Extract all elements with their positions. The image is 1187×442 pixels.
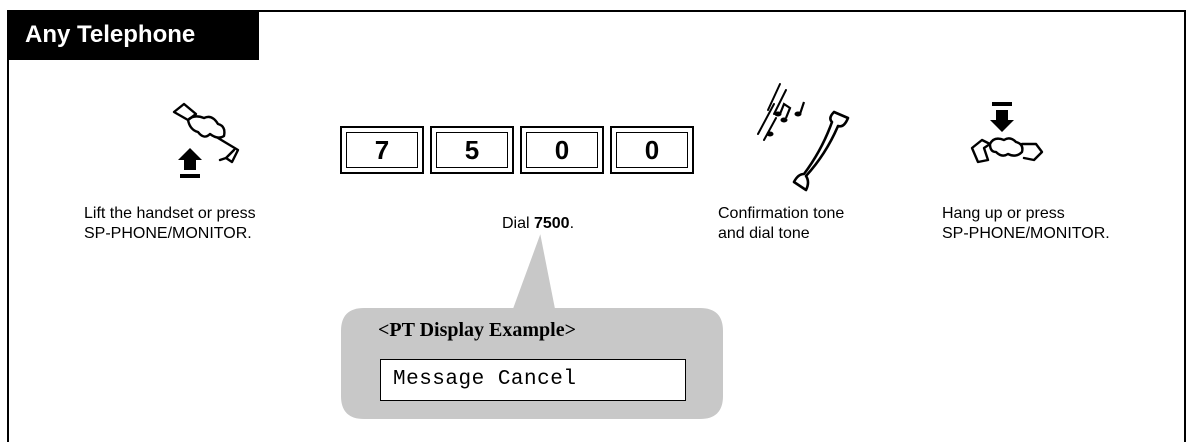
- step-hangup-caption: Hang up or press SP-PHONE/MONITOR.: [942, 204, 1110, 244]
- step-dial-caption-prefix: Dial: [501, 215, 534, 232]
- step-lift-caption: Lift the handset or press SP-PHONE/MONIT…: [84, 204, 256, 244]
- step-tone-caption: Confirmation tone and dial tone: [718, 204, 844, 244]
- dial-key-0-first[interactable]: 0: [520, 126, 604, 174]
- step-lift-caption-line2: SP-PHONE/MONITOR.: [84, 225, 252, 242]
- step-dial-caption: Dial 7500.: [468, 214, 608, 234]
- dial-key-5[interactable]: 5: [430, 126, 514, 174]
- dial-key-7[interactable]: 7: [340, 126, 424, 174]
- lift-handset-icon: [172, 102, 240, 178]
- procedure-frame: [7, 10, 1186, 442]
- step-lift-caption-line1: Lift the handset or press: [84, 205, 256, 222]
- step-hangup-caption-line1: Hang up or press: [942, 205, 1065, 222]
- display-example-title: <PT Display Example>: [378, 319, 577, 341]
- step-tone-caption-line1: Confirmation tone: [718, 205, 845, 222]
- pt-display-screen: Message Cancel: [380, 359, 686, 401]
- step-dial-caption-suffix: .: [569, 215, 575, 232]
- step-dial-caption-number: 7500: [533, 215, 570, 232]
- confirmation-tone-handset-icon: [757, 83, 850, 192]
- hang-up-handset-icon: [970, 102, 1044, 164]
- step-hangup-caption-line2: SP-PHONE/MONITOR.: [942, 225, 1110, 242]
- dial-key-0-second[interactable]: 0: [610, 126, 694, 174]
- step-tone-caption-line2: and dial tone: [718, 225, 810, 242]
- section-header: Any Telephone: [7, 10, 259, 60]
